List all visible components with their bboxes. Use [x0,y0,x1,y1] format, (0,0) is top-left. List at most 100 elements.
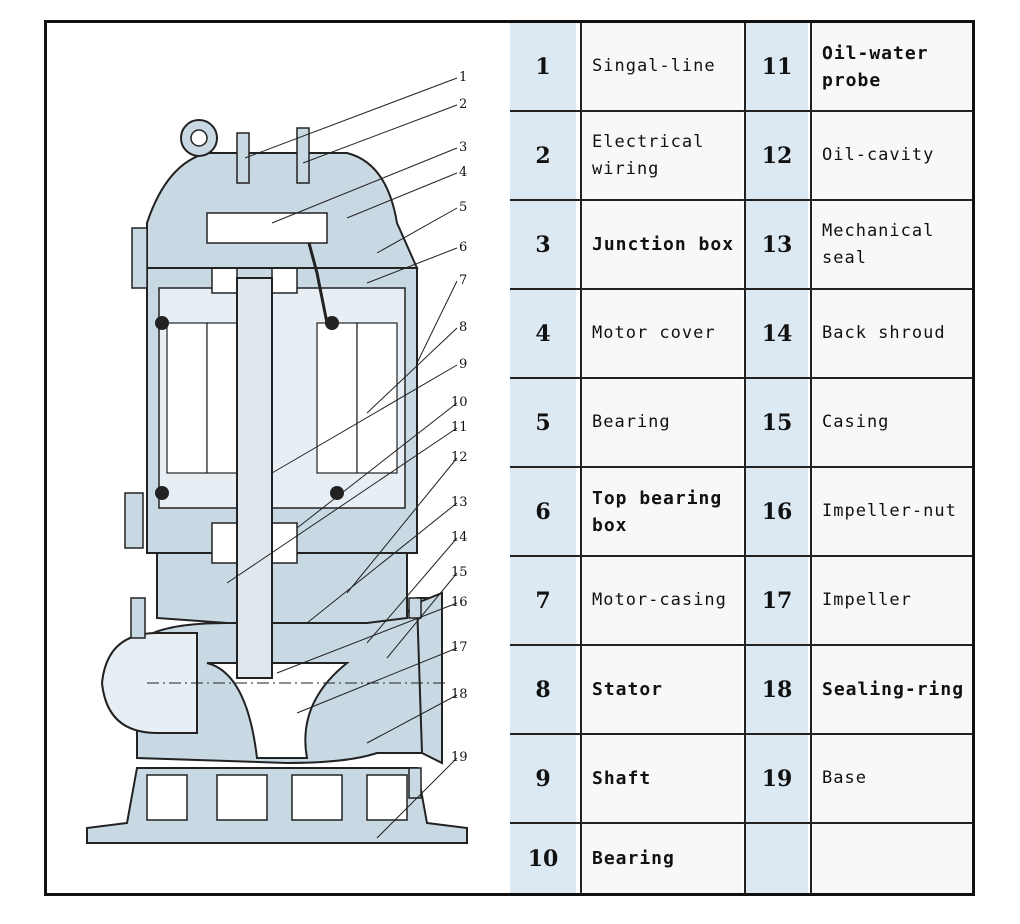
part-name: Junction box [580,201,742,288]
callout-14: 14 [451,530,468,545]
table-row: 2 Electrical wiring 12 Oil-cavity [510,112,972,199]
side-bolt [131,227,148,289]
callout-8: 8 [459,320,467,335]
callout-5: 5 [459,200,467,215]
part-number: 12 [744,112,808,199]
part-name: Casing [810,379,972,466]
part-name: Shaft [580,735,742,822]
part-number: 3 [510,201,576,288]
part-number: 16 [744,468,808,555]
table-row: 5 Bearing 15 Casing [510,379,972,466]
lower-bearing [211,522,238,564]
base-window [291,774,343,821]
part-number: 1 [510,23,576,110]
callout-9: 9 [459,357,467,372]
row-divider [510,822,972,824]
winding-end [330,486,344,500]
table-row: 1 Singal-line 11 Oil-water probe [510,23,972,110]
table-row: 8 Stator 18 Sealing-ring [510,646,972,733]
discharge-flange [415,591,443,765]
part-name: Electrical wiring [580,112,742,199]
parts-table: 1 Singal-line 11 Oil-water probe 2 Elect… [510,23,972,893]
row-divider [510,466,972,468]
stator-windings [166,322,398,474]
callout-18: 18 [451,687,468,702]
callout-12: 12 [451,450,468,465]
table-row: 10 Bearing [510,824,972,893]
part-number: 8 [510,646,576,733]
table-row: 3 Junction box 13 Mechanical seal [510,201,972,288]
diagram-frame: 1 2 3 4 5 6 7 8 9 10 11 12 13 14 15 16 1… [44,20,975,896]
leader-lines [226,77,458,839]
base-window [216,774,268,821]
winding-end [155,486,169,500]
part-number: 17 [744,557,808,644]
pump-cross-section: 1 2 3 4 5 6 7 8 9 10 11 12 13 14 15 16 1… [47,23,512,893]
part-number: 4 [510,290,576,377]
part-name: Sealing-ring [810,646,972,733]
part-name: Impeller-nut [810,468,972,555]
part-number: 2 [510,112,576,199]
side-bolt [130,597,146,639]
shaft [236,277,273,679]
part-name: Motor cover [580,290,742,377]
part-number: 19 [744,735,808,822]
part-number: 6 [510,468,576,555]
upper-bearing [271,267,298,294]
lower-bearing [271,522,298,564]
part-number: 13 [744,201,808,288]
part-name: Singal-line [580,23,742,110]
part-number: 5 [510,379,576,466]
electrical-wiring [307,242,329,324]
upper-bearing [211,267,238,294]
junction-box [206,212,328,244]
part-name: Bearing [580,379,742,466]
callout-1: 1 [459,70,467,85]
part-number: 10 [510,824,576,893]
wiring-gland [296,127,310,184]
part-number: 15 [744,379,808,466]
row-divider [510,377,972,379]
callout-4: 4 [459,165,467,180]
callout-labels: 1 2 3 4 5 6 7 8 9 10 11 12 13 14 15 16 1… [451,70,468,765]
empty-cell [810,824,972,893]
callout-15: 15 [451,565,468,580]
table-row: 7 Motor-casing 17 Impeller [510,557,972,644]
row-divider [510,288,972,290]
part-number: 14 [744,290,808,377]
callout-13: 13 [451,495,468,510]
part-name: Oil-water probe [810,23,972,110]
table-row: 6 Top bearing box 16 Impeller-nut [510,468,972,555]
motor-cover [146,152,419,269]
callout-6: 6 [459,240,467,255]
part-name: Mechanical seal [810,201,972,288]
part-name: Stator [580,646,742,733]
part-name: Bearing [580,824,742,893]
part-name: Motor-casing [580,557,742,644]
base-window [146,774,188,821]
pump-drawing: 1 2 3 4 5 6 7 8 9 10 11 12 13 14 15 16 1… [86,70,468,844]
table-row: 9 Shaft 19 Base [510,735,972,822]
part-name: Top bearing box [580,468,742,555]
callout-11: 11 [451,420,468,435]
callout-17: 17 [451,640,468,655]
part-number: 11 [744,23,808,110]
row-divider [510,555,972,557]
row-divider [510,110,972,112]
part-name: Impeller [810,557,972,644]
callout-3: 3 [459,140,467,155]
row-divider [510,644,972,646]
part-name: Base [810,735,972,822]
callout-16: 16 [451,595,468,610]
callout-19: 19 [451,750,468,765]
callout-10: 10 [451,395,468,410]
lifting-eye-hole [190,129,208,147]
row-divider [510,733,972,735]
empty-cell [744,824,808,893]
side-bolt [124,492,144,549]
base-window [366,774,408,821]
part-name: Oil-cavity [810,112,972,199]
winding-end [155,316,169,330]
winding-end [325,316,339,330]
signal-line-gland [236,132,250,184]
